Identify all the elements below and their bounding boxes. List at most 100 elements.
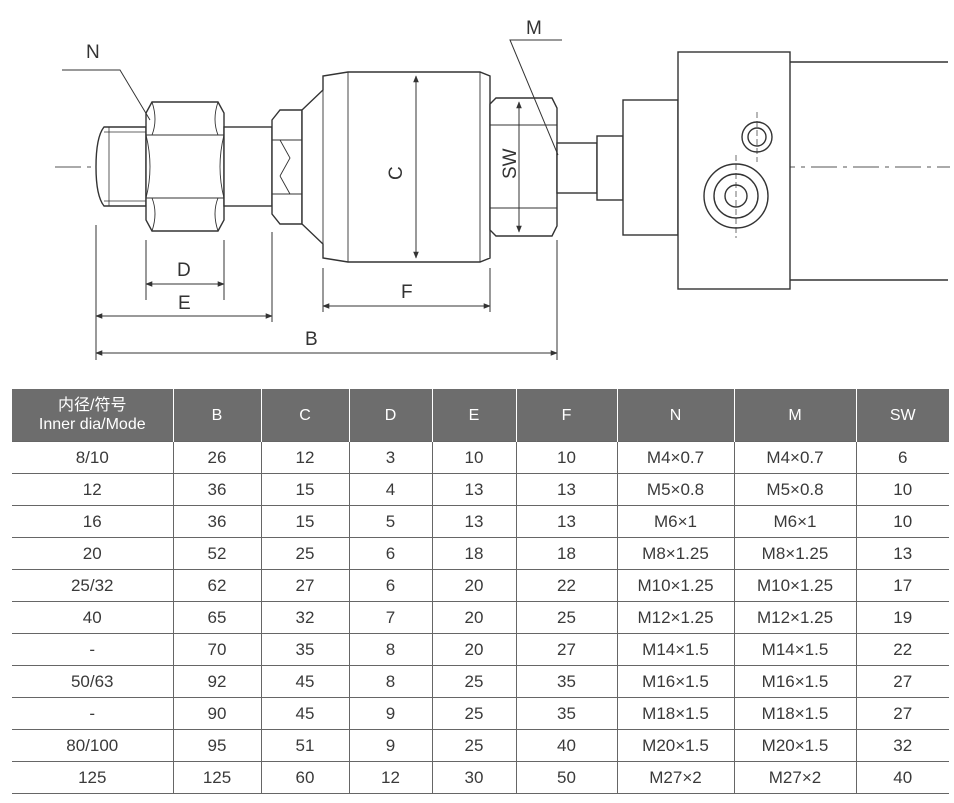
- table-cell: M12×1.25: [733, 601, 857, 634]
- table-cell: 22: [515, 569, 618, 602]
- neck: [223, 126, 273, 207]
- table-cell: M27×2: [733, 761, 857, 794]
- table-cell: 13: [431, 473, 517, 506]
- table-cell: 36: [172, 505, 262, 538]
- table-cell: 20: [431, 633, 517, 666]
- table-cell: 62: [172, 569, 262, 602]
- table-cell: 8/10: [12, 441, 174, 474]
- table-cell: 6: [348, 537, 433, 570]
- table-cell: 10: [515, 441, 618, 474]
- table-cell: 25: [515, 601, 618, 634]
- table-cell: 6: [855, 441, 949, 474]
- left-hex-nut: [145, 101, 225, 232]
- table-cell: 32: [855, 729, 949, 762]
- table-cell: 80/100: [12, 729, 174, 762]
- table-cell: 15: [260, 473, 350, 506]
- table-cell: M8×1.25: [733, 537, 857, 570]
- table-cell: 95: [172, 729, 262, 762]
- table-cell: 19: [855, 601, 949, 634]
- table-cell: 16: [12, 505, 174, 538]
- table-cell: 22: [855, 633, 949, 666]
- table-cell: 13: [431, 505, 517, 538]
- table-cell: 70: [172, 633, 262, 666]
- table-cell: 8: [348, 633, 433, 666]
- header-c: C: [260, 389, 349, 442]
- table-cell: 27: [515, 633, 618, 666]
- table-cell: 7: [348, 601, 433, 634]
- dimension-lines: [95, 281, 558, 356]
- table-cell: 27: [260, 569, 350, 602]
- table-cell: 50: [515, 761, 618, 794]
- table-cell: M20×1.5: [616, 729, 735, 762]
- table-cell: 25: [431, 665, 517, 698]
- header-m: M: [733, 389, 856, 442]
- table-cell: 40: [12, 601, 174, 634]
- table-cell: 50/63: [12, 665, 174, 698]
- table-cell: 40: [855, 761, 949, 794]
- table-cell: 32: [260, 601, 350, 634]
- table-cell: 45: [260, 697, 350, 730]
- header-b: B: [172, 389, 261, 442]
- table-cell: M27×2: [616, 761, 735, 794]
- table-cell: 15: [260, 505, 350, 538]
- header-sw: SW: [855, 389, 949, 442]
- table-cell: M16×1.5: [616, 665, 735, 698]
- table-cell: M20×1.5: [733, 729, 857, 762]
- table-header-row: 内径/符号 Inner dia/Mode B C D E F N M SW: [12, 389, 949, 442]
- floating-joint-drawing: C SW N M: [55, 18, 950, 360]
- table-cell: M10×1.25: [733, 569, 857, 602]
- label-m: M: [526, 18, 542, 39]
- table-cell: M6×1: [616, 505, 735, 538]
- leader-lines: [62, 39, 562, 156]
- header-inner-dia: 内径/符号 Inner dia/Mode: [12, 389, 173, 442]
- table-cell: M5×0.8: [733, 473, 857, 506]
- header-n: N: [616, 389, 734, 442]
- joint-body: [301, 71, 491, 263]
- label-e: E: [178, 293, 191, 314]
- table-cell: M18×1.5: [616, 697, 735, 730]
- left-stud: [95, 126, 147, 207]
- table-cell: 13: [515, 505, 618, 538]
- table-cell: 90: [172, 697, 262, 730]
- table-cell: M4×0.7: [616, 441, 735, 474]
- label-n: N: [86, 42, 100, 63]
- table-cell: 13: [855, 537, 949, 570]
- label-d: D: [177, 260, 191, 281]
- table-cell: 125: [172, 761, 262, 794]
- rod-thread: [556, 135, 624, 201]
- cylinder-head: [622, 51, 948, 290]
- table-cell: 25/32: [12, 569, 174, 602]
- extension-lines: [95, 225, 558, 360]
- table-cell: 20: [12, 537, 174, 570]
- table-cell: 4: [348, 473, 433, 506]
- dimension-table: 内径/符号 Inner dia/Mode B C D E F N M SW 8/…: [12, 389, 949, 794]
- label-f: F: [401, 282, 413, 303]
- table-cell: 52: [172, 537, 262, 570]
- small-hex: [271, 109, 303, 225]
- table-cell: 10: [855, 473, 949, 506]
- table-cell: 35: [260, 633, 350, 666]
- table-cell: 25: [431, 729, 517, 762]
- table-cell: 8: [348, 665, 433, 698]
- table-cell: M12×1.25: [616, 601, 735, 634]
- table-cell: 27: [855, 665, 949, 698]
- table-cell: -: [12, 633, 174, 666]
- header-f: F: [515, 389, 617, 442]
- table-cell: 12: [260, 441, 350, 474]
- table-cell: 60: [260, 761, 350, 794]
- table-cell: M6×1: [733, 505, 857, 538]
- table-cell: 20: [431, 569, 517, 602]
- table-cell: 25: [260, 537, 350, 570]
- table-cell: 10: [855, 505, 949, 538]
- table-cell: 51: [260, 729, 350, 762]
- table-cell: 45: [260, 665, 350, 698]
- table-cell: 10: [431, 441, 517, 474]
- table-cell: 9: [348, 697, 433, 730]
- table-cell: 13: [515, 473, 618, 506]
- table-cell: 25: [431, 697, 517, 730]
